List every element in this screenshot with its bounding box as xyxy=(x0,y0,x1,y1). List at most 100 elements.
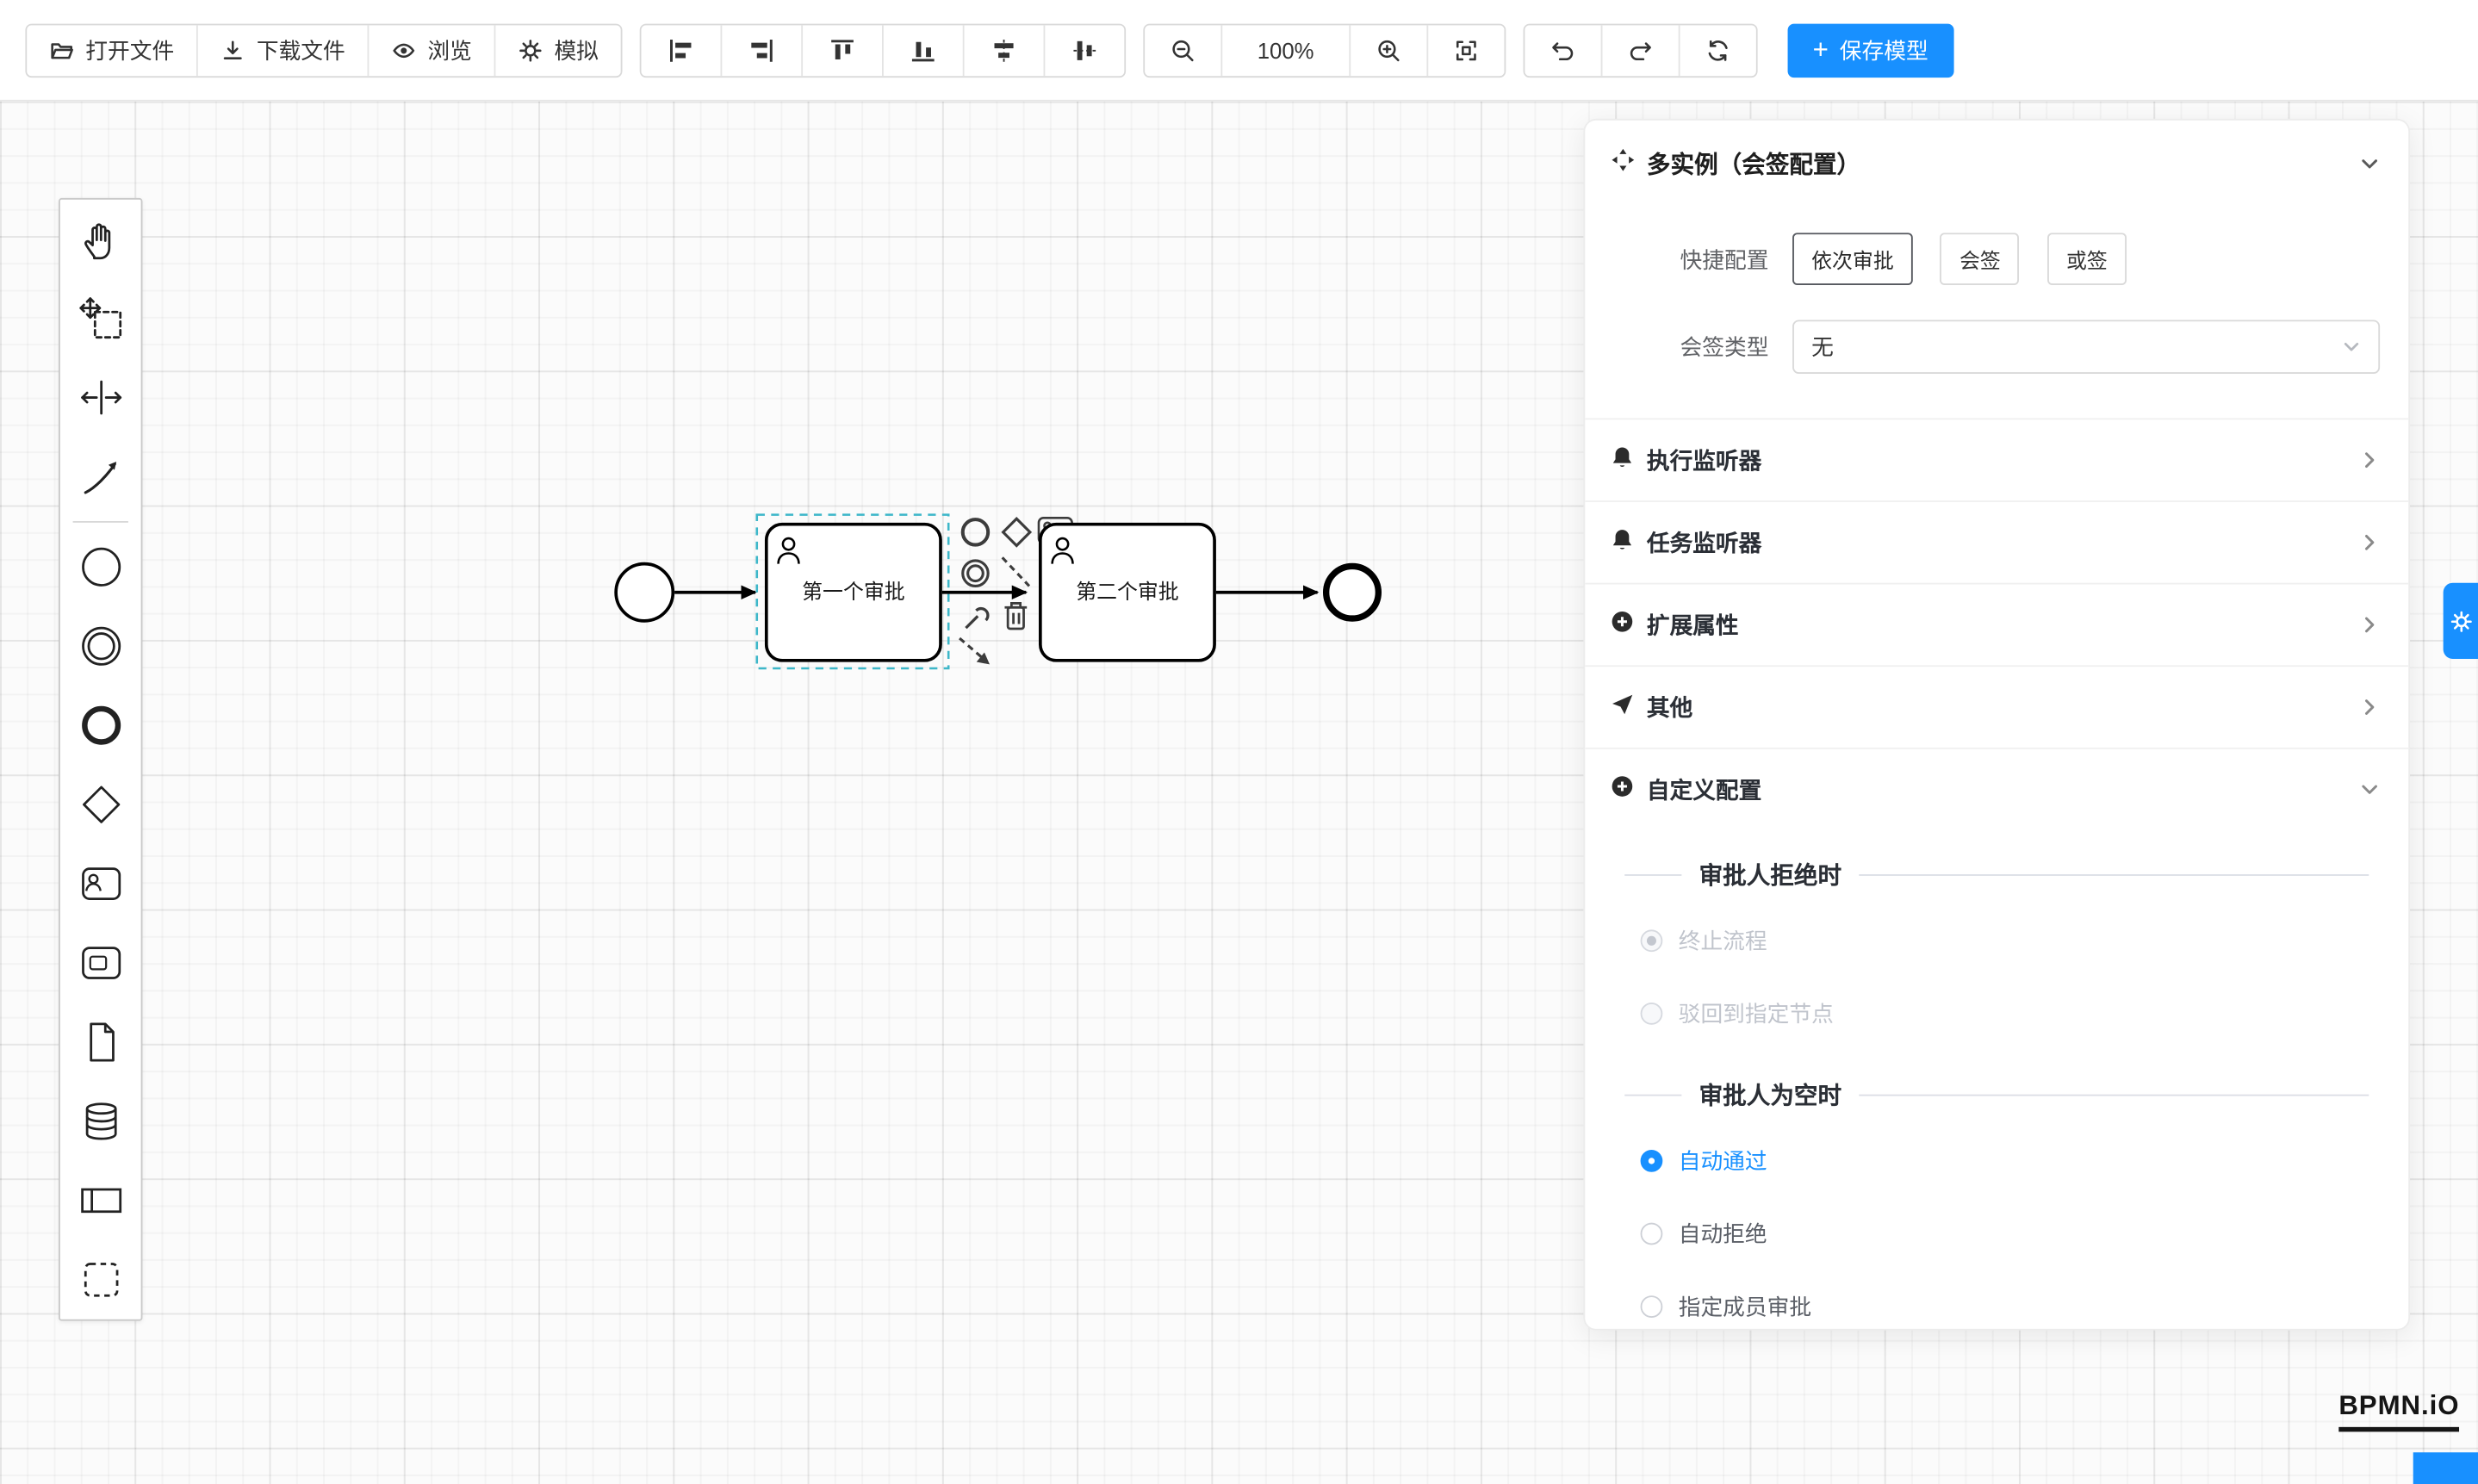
section-execution-listener[interactable]: 执行监听器 xyxy=(1585,418,2409,500)
zoom-level[interactable]: 100% xyxy=(1220,24,1349,76)
panel-header[interactable]: 多实例（会签配置） xyxy=(1585,121,2408,198)
reject-section-title: 审批人拒绝时 xyxy=(1585,859,2408,892)
radio-auto-reject[interactable]: 自动拒绝 xyxy=(1585,1197,2408,1270)
global-connect-tool[interactable] xyxy=(60,438,141,517)
zoom-group: 100% xyxy=(1143,22,1506,78)
append-end-event-icon[interactable] xyxy=(960,518,991,547)
end-event[interactable] xyxy=(1322,562,1382,622)
data-object-icon xyxy=(89,1022,114,1062)
align-left-button[interactable] xyxy=(641,24,721,76)
append-gateway-icon[interactable] xyxy=(1001,517,1033,548)
align-bottom-button[interactable] xyxy=(881,24,963,76)
sign-type-select[interactable]: 无 xyxy=(1792,320,2381,374)
chevron-right-icon xyxy=(2359,532,2380,553)
create-end-event[interactable] xyxy=(60,686,141,765)
section-other[interactable]: 其他 xyxy=(1585,665,2409,748)
open-file-button[interactable]: 打开文件 xyxy=(27,24,196,76)
bpmn-io-logo[interactable]: BPMN.iO xyxy=(2338,1391,2460,1432)
create-data-object[interactable] xyxy=(60,1003,141,1082)
replace-wrench-icon[interactable] xyxy=(965,606,990,630)
task2-label: 第二个审批 xyxy=(1076,581,1178,604)
palette-separator xyxy=(72,520,128,523)
gateway-icon xyxy=(82,785,120,823)
toolbar: 打开文件 下载文件 浏览 模拟 xyxy=(0,0,2478,102)
radio-icon xyxy=(1640,1003,1663,1025)
quick-config-row: 快捷配置 依次审批 会签 或签 xyxy=(1611,233,2380,286)
connect-icon xyxy=(83,462,116,494)
radio-icon xyxy=(1640,929,1663,953)
zoom-out-button[interactable] xyxy=(1145,24,1221,76)
quick-option-countersign[interactable]: 会签 xyxy=(1940,233,2020,286)
file-actions-group: 打开文件 下载文件 浏览 模拟 xyxy=(25,22,623,78)
simulate-button[interactable]: 模拟 xyxy=(494,24,621,76)
data-store-icon xyxy=(84,1102,116,1140)
plus-circle-icon xyxy=(1611,773,1635,805)
download-icon xyxy=(220,37,245,62)
preview-button[interactable]: 浏览 xyxy=(367,24,494,76)
preview-label: 浏览 xyxy=(427,37,472,63)
create-start-event[interactable] xyxy=(60,527,141,606)
chevron-down-icon[interactable] xyxy=(2359,153,2380,174)
create-user-task[interactable] xyxy=(60,844,141,923)
radio-icon xyxy=(1640,1222,1663,1245)
delete-trash-icon[interactable] xyxy=(1004,602,1028,630)
user-task-second-approval[interactable]: 第二个审批 xyxy=(1038,522,1216,662)
eye-icon xyxy=(391,37,416,62)
quick-option-sequential[interactable]: 依次审批 xyxy=(1792,233,1913,286)
align-top-button[interactable] xyxy=(801,24,882,76)
refresh-button[interactable] xyxy=(1678,24,1756,76)
open-file-label: 打开文件 xyxy=(85,37,175,63)
multi-instance-icon xyxy=(1611,147,1636,181)
undo-button[interactable] xyxy=(1525,24,1601,76)
lasso-icon xyxy=(78,297,121,339)
radio-return-to-node[interactable]: 驳回到指定节点 xyxy=(1585,978,2408,1051)
properties-panel: 多实例（会签配置） 快捷配置 依次审批 会签 或签 会签类型 无 xyxy=(1583,118,2411,1331)
sign-type-label: 会签类型 xyxy=(1680,334,1769,360)
create-data-store[interactable] xyxy=(60,1082,141,1161)
align-center-horizontal-button[interactable] xyxy=(962,24,1044,76)
create-group[interactable] xyxy=(60,1240,141,1319)
align-right-button[interactable] xyxy=(720,24,802,76)
chevron-right-icon xyxy=(2359,450,2380,470)
chevron-right-icon xyxy=(2359,697,2380,717)
bell-icon xyxy=(1611,526,1635,558)
redo-button[interactable] xyxy=(1600,24,1679,76)
space-tool[interactable] xyxy=(60,358,141,438)
download-file-button[interactable]: 下载文件 xyxy=(196,24,368,76)
create-intermediate-event[interactable] xyxy=(60,606,141,686)
user-icon xyxy=(777,537,800,564)
gear-icon xyxy=(518,37,543,62)
user-task-first-approval[interactable]: 第一个审批 xyxy=(764,522,942,662)
palette xyxy=(59,197,143,1321)
participant-icon xyxy=(80,1188,121,1214)
quick-option-orsign[interactable]: 或签 xyxy=(2046,233,2127,286)
fit-view-button[interactable] xyxy=(1426,24,1505,76)
simulate-label: 模拟 xyxy=(554,37,599,63)
create-participant[interactable] xyxy=(60,1161,141,1240)
settings-tab[interactable] xyxy=(2443,582,2478,659)
create-subprocess[interactable] xyxy=(60,923,141,1003)
radio-assign-member[interactable]: 指定成员审批 xyxy=(1585,1270,2408,1329)
section-custom-config[interactable]: 自定义配置 xyxy=(1585,747,2409,830)
section-extension-properties[interactable]: 扩展属性 xyxy=(1585,582,2409,666)
panel-sections: 执行监听器 任务监听器 扩展属性 xyxy=(1585,418,2409,830)
start-event[interactable] xyxy=(614,562,675,623)
sign-type-row: 会签类型 无 xyxy=(1611,320,2381,374)
section-task-listener[interactable]: 任务监听器 xyxy=(1585,500,2409,583)
radio-terminate-flow[interactable]: 终止流程 xyxy=(1585,904,2408,978)
user-icon xyxy=(1051,537,1074,564)
annotation-connect-icon[interactable] xyxy=(959,636,990,665)
save-model-label: 保存模型 xyxy=(1839,37,1928,63)
radio-auto-pass[interactable]: 自动通过 xyxy=(1585,1125,2408,1198)
append-intermediate-event-icon[interactable] xyxy=(961,559,990,587)
hand-tool[interactable] xyxy=(60,200,141,279)
download-file-label: 下载文件 xyxy=(256,37,345,63)
align-center-vertical-button[interactable] xyxy=(1043,24,1125,76)
save-model-button[interactable]: + 保存模型 xyxy=(1787,22,1954,78)
create-gateway[interactable] xyxy=(60,765,141,844)
zoom-in-button[interactable] xyxy=(1348,24,1427,76)
lasso-tool[interactable] xyxy=(60,279,141,358)
connect-icon[interactable] xyxy=(1001,556,1031,587)
minimap-toggle[interactable] xyxy=(2413,1452,2478,1484)
